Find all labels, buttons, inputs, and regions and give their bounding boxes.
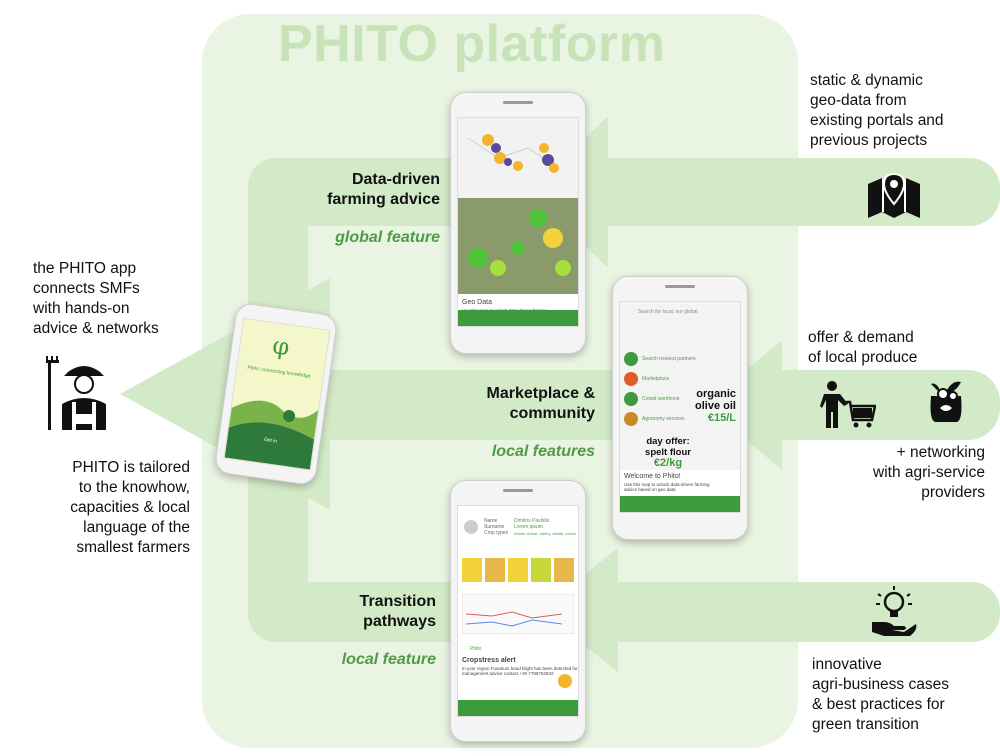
market-item-icon[interactable] <box>624 392 638 406</box>
market-item-1[interactable]: Marketplace <box>642 376 670 382</box>
market-item-2[interactable]: Crowd workforce <box>642 396 680 402</box>
phito-logo: φ <box>270 331 292 362</box>
offer-olive-oil: organic olive oil €15/L <box>695 388 736 424</box>
geo-map-top <box>458 118 578 198</box>
flow-label-transition: Transition pathways <box>359 593 436 630</box>
geo-caption: Geo Data <box>462 299 492 306</box>
market-item-icon[interactable] <box>624 372 638 386</box>
main-tagline: Phito: connecting knowledge <box>246 364 311 380</box>
buyer-cart-icon <box>820 381 876 428</box>
band-bottom <box>248 582 1000 642</box>
alert-text: In your region Fusarium head blight has … <box>462 666 578 676</box>
feature-global: global feature <box>335 229 440 246</box>
offer-demand-text: offer & demand of local produce <box>808 329 918 366</box>
phone-geo-data: Geo Data Use this map to unlock data-dri… <box>450 92 586 354</box>
offer-spelt-flour: day offer: spelt flour €2/kg <box>645 436 691 469</box>
avatar <box>464 520 478 534</box>
band-top <box>248 158 1000 226</box>
feature-local: local feature <box>341 651 436 668</box>
tailored-text: PHITO is tailored to the knowhow, capaci… <box>70 459 190 556</box>
crop-maps <box>462 558 574 582</box>
farmer-icon <box>46 356 106 430</box>
lightbulb-hand-icon <box>872 586 917 636</box>
market-item-3[interactable]: Agronomy services <box>642 416 685 422</box>
stress-chart <box>462 594 574 634</box>
app-connects-text: the PHITO app connects SMFs with hands-o… <box>33 260 159 337</box>
flow-label-data-driven: Data-driven farming advice <box>327 171 440 208</box>
alert-badge-icon <box>558 674 572 688</box>
flow-label-marketplace: Marketplace & community <box>486 385 596 422</box>
phone-marketplace: Search for local, our global Search near… <box>612 276 748 540</box>
phone-transition: Name Surname Crop types Dimitris Pavlidi… <box>450 480 586 742</box>
transition-navbar <box>458 700 578 716</box>
alert-title: Cropstress alert <box>462 657 516 664</box>
produce-bag-icon <box>930 381 962 422</box>
market-navbar <box>620 496 740 512</box>
market-item-0[interactable]: Search nearest partners <box>642 356 696 362</box>
phone-main-app: φ Phito: connecting knowledge Get in <box>213 301 339 487</box>
feature-local-plural: local features <box>491 443 595 460</box>
landscape-illustration <box>224 400 319 470</box>
geo-navbar <box>458 310 578 326</box>
market-item-icon[interactable] <box>624 352 638 366</box>
page-title: PHITO platform <box>278 15 666 73</box>
map-icon <box>868 172 920 218</box>
market-item-icon[interactable] <box>624 412 638 426</box>
networking-text: + networking with agri-service providers <box>873 444 985 501</box>
market-search-input[interactable]: Search for local, our global <box>638 309 698 315</box>
business-cases-text: innovative agri-business cases & best pr… <box>812 656 949 733</box>
geo-data-text: static & dynamic geo-data from existing … <box>810 72 944 149</box>
geo-satellite <box>458 198 578 294</box>
